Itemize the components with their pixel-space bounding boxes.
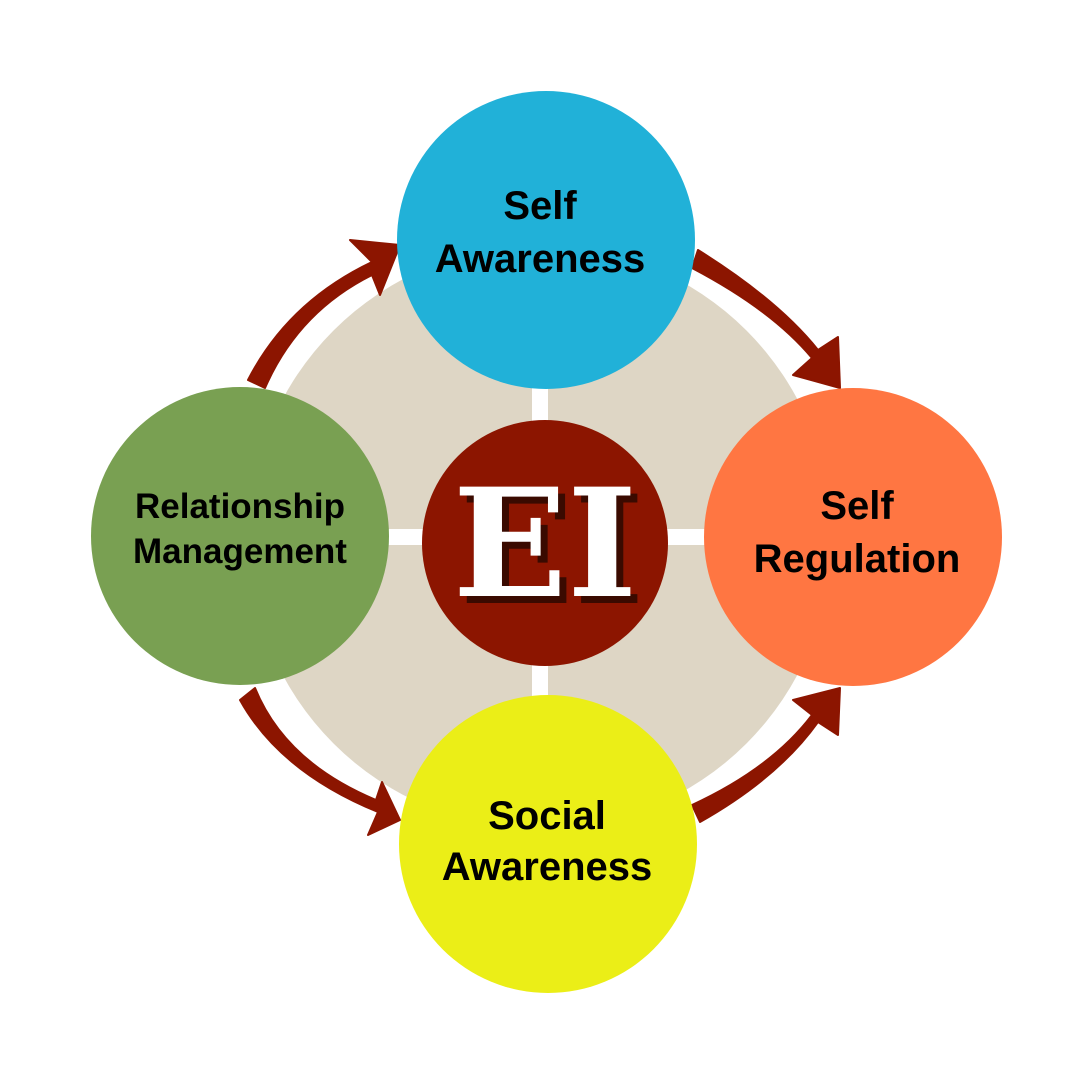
self-regulation-label-line-1: Self [820,484,894,528]
arrow-self-awareness-to-self-regulation [691,249,841,389]
relationship-management-label-line-2: Management [133,532,347,571]
center-ei: EI EI [422,420,668,666]
social-awareness-label-line-1: Social [488,794,606,838]
center-circle [422,420,668,666]
spoke-left [385,529,427,545]
self-awareness-label-line-2: Awareness [435,237,646,281]
spoke-top [532,380,548,425]
self-awareness-label-line-1: Self [503,184,577,228]
center-label: EI [453,456,638,632]
node-relationship-management: Relationship Management [91,387,389,685]
arrow-social-awareness-to-self-regulation [691,687,841,823]
self-regulation-label-line-2: Regulation [754,537,961,581]
center-label-shadow: EI [460,463,645,639]
relationship-management-circle [91,387,389,685]
self-regulation-circle [704,388,1002,686]
social-awareness-circle [399,695,697,993]
arrow-relationship-management-to-social-awareness [239,687,401,836]
social-awareness-label-line-2: Awareness [442,845,653,889]
relationship-management-label-line-1: Relationship [135,487,345,526]
node-social-awareness: Social Awareness [399,695,697,993]
node-self-awareness: Self Awareness [397,91,695,389]
self-awareness-circle [397,91,695,389]
node-self-regulation: Self Regulation [704,388,1002,686]
